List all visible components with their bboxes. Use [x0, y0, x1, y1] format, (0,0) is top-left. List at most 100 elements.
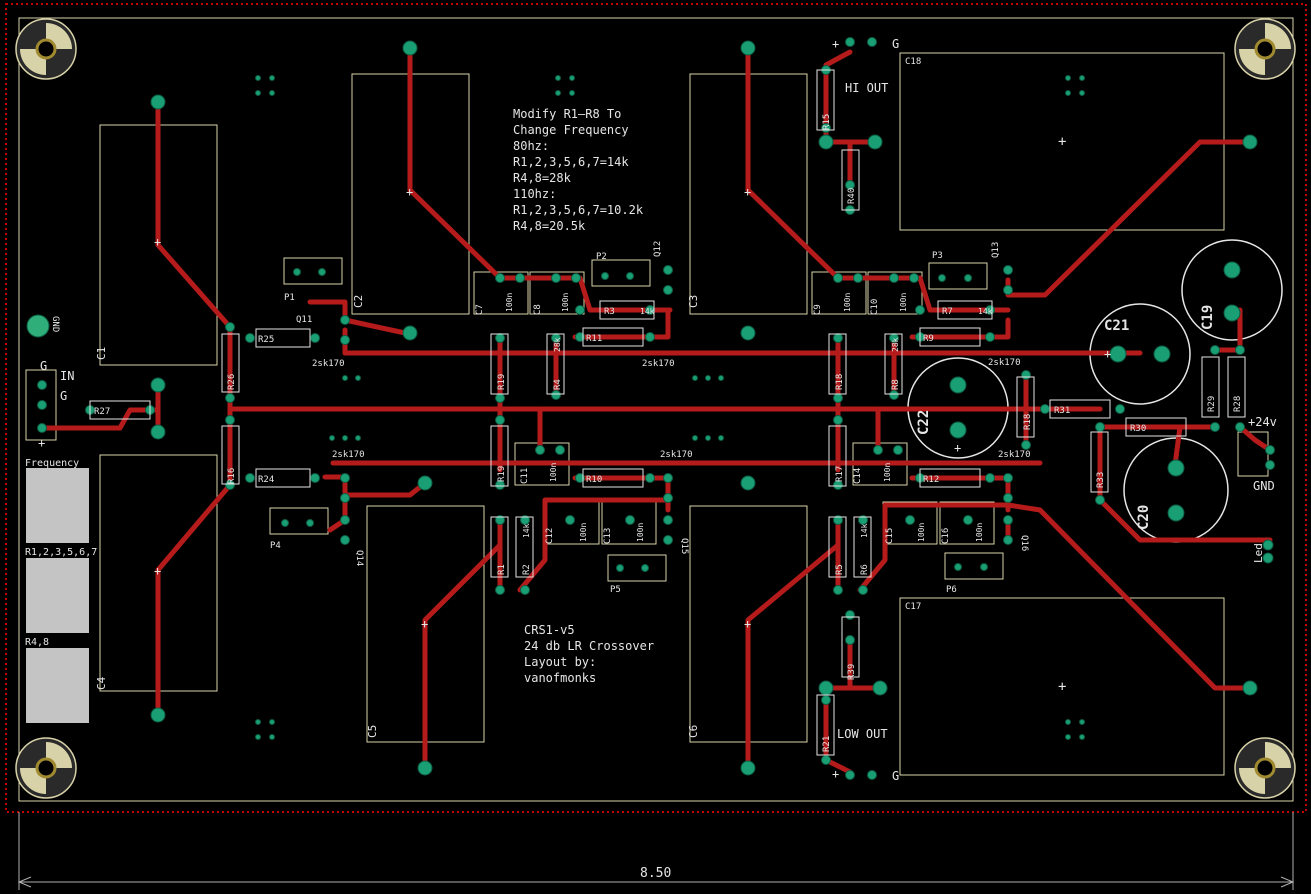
- label-q13: Q13: [991, 242, 1001, 258]
- label-r3: R3: [604, 307, 615, 317]
- label-r40: R40: [847, 188, 857, 204]
- label-c14: C14: [853, 468, 863, 484]
- label-r21: R21: [822, 736, 832, 752]
- val-r3: 14k: [640, 307, 655, 316]
- legend-r48: R4,8: [25, 637, 49, 648]
- credit-line-3: Layout by:: [524, 655, 596, 669]
- plus-c5: +: [421, 617, 428, 631]
- label-r26: R26: [227, 374, 237, 390]
- val-c16: 100n: [975, 523, 984, 542]
- mounting-hole-tr: [1234, 18, 1296, 80]
- label-r28: R28: [1233, 396, 1243, 412]
- val-c8: 100n: [561, 293, 570, 312]
- label-r15: R15: [822, 114, 832, 130]
- label-c19: C19: [1200, 305, 1216, 330]
- label-r39: R39: [847, 664, 857, 680]
- label-c8: C8: [533, 304, 543, 315]
- plus-c3: +: [744, 185, 751, 199]
- label-p2: P2: [596, 252, 607, 262]
- label-r24: R24: [258, 475, 274, 485]
- note-line-7: R1,2,3,5,6,7=10.2k: [513, 203, 644, 217]
- label-q16: Q16: [1019, 535, 1029, 551]
- label-r8: R8: [891, 379, 901, 390]
- label-q15: Q15: [679, 538, 689, 554]
- label-r13: R18: [1023, 414, 1033, 430]
- label-sk-2: 2sk170: [642, 359, 675, 369]
- plus-c22: +: [954, 441, 961, 455]
- val-r7: 14k: [978, 307, 993, 316]
- label-r5: R5: [835, 564, 845, 575]
- val-c15: 100n: [917, 523, 926, 542]
- plus-c18: +: [1058, 134, 1066, 150]
- width-dimension: [17, 812, 1295, 890]
- credit-line-2: 24 db LR Crossover: [524, 639, 654, 653]
- label-p1: P1: [284, 293, 295, 303]
- label-hi-g: G: [892, 37, 899, 51]
- note-line-8: R4,8=20.5k: [513, 219, 586, 233]
- val-c13: 100n: [636, 523, 645, 542]
- label-r18: R18: [835, 374, 845, 390]
- label-c17: C17: [905, 602, 921, 612]
- label-sk-6: 2sk170: [998, 450, 1031, 460]
- label-r19: R19: [497, 374, 507, 390]
- label-led: Led: [1252, 543, 1265, 563]
- label-c1: C1: [95, 347, 108, 360]
- label-r27: R27: [94, 407, 110, 417]
- plus-hi: +: [832, 37, 839, 51]
- val-c11: 100n: [549, 463, 558, 482]
- label-in: IN: [60, 369, 74, 383]
- label-r4: R4: [553, 379, 563, 390]
- plus-c17: +: [1058, 679, 1066, 695]
- label-c5: C5: [366, 725, 379, 738]
- label-r1: R1: [497, 564, 507, 575]
- val-r8: 28k: [891, 337, 900, 352]
- note-line-6: 110hz:: [513, 187, 556, 201]
- plus-c4: +: [154, 564, 161, 578]
- label-lo-g: G: [892, 769, 899, 783]
- label-sk-1: 2sk170: [312, 359, 345, 369]
- val-c12: 100n: [579, 523, 588, 542]
- mounting-holes: [15, 18, 1296, 799]
- dimension-label: 8.50: [640, 866, 671, 881]
- label-c10: C10: [870, 299, 880, 315]
- plus-lo: +: [832, 767, 839, 781]
- label-p6: P6: [946, 585, 957, 595]
- label-c15: C15: [885, 528, 895, 544]
- label-c9: C9: [813, 304, 823, 315]
- plus-c21: +: [1104, 347, 1111, 361]
- mounting-hole-bl: [15, 737, 77, 799]
- label-c18: C18: [905, 57, 921, 67]
- label-c20: C20: [1136, 505, 1152, 530]
- plus-c2: +: [406, 185, 413, 199]
- legend-r1-7: R1,2,3,5,6,7: [25, 547, 97, 558]
- label-q14: Q14: [354, 550, 364, 566]
- label-in-g: G: [40, 359, 47, 373]
- credit-line-4: vanofmonks: [524, 671, 596, 685]
- label-r12: R12: [923, 475, 939, 485]
- label-p5: P5: [610, 585, 621, 595]
- label-r11: R11: [586, 334, 602, 344]
- label-r10: R10: [586, 475, 602, 485]
- part-labels: C1 C4 C2 C3 C5 C6 C18 C17 C21 C19 C22 C2…: [38, 37, 1243, 781]
- label-r25: R25: [258, 335, 274, 345]
- label-c16: C16: [941, 528, 951, 544]
- val-c14: 100n: [883, 463, 892, 482]
- label-c2: C2: [352, 295, 365, 308]
- label-hi-out: HI OUT: [845, 81, 888, 95]
- label-p4: P4: [270, 541, 281, 551]
- label-r17: R17: [835, 466, 845, 482]
- val-c10: 100n: [899, 293, 908, 312]
- label-r7: R7: [942, 307, 953, 317]
- label-r33: R33: [1096, 472, 1106, 488]
- credit-line-1: CRS1-v5: [524, 623, 575, 637]
- note-line-1: Modify R1–R8 To: [513, 107, 621, 121]
- note-line-3: 80hz:: [513, 139, 549, 153]
- board-notes: Modify R1–R8 To Change Frequency 80hz: R…: [25, 37, 1277, 783]
- label-r30: R30: [1130, 424, 1146, 434]
- label-sk-3: 2sk170: [988, 358, 1021, 368]
- label-c7: C7: [475, 304, 485, 315]
- val-c9: 100n: [843, 293, 852, 312]
- copper-traces: [39, 45, 1273, 775]
- val-c7: 100n: [505, 293, 514, 312]
